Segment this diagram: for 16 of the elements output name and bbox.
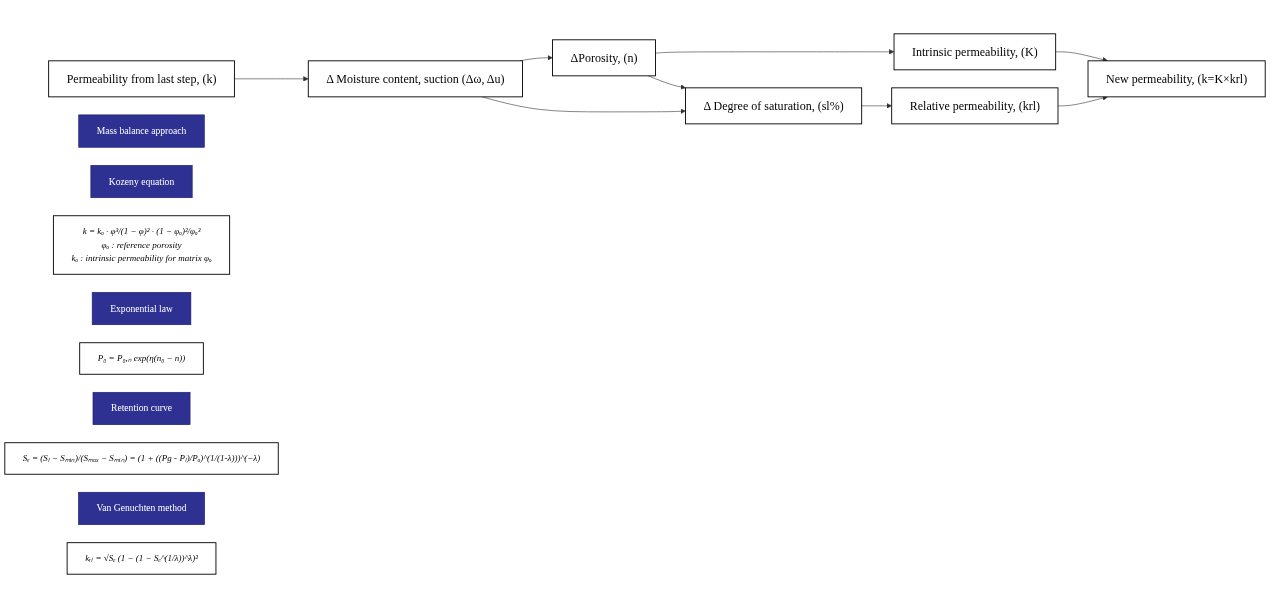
node-box: ΔPorosity, (n) [552, 39, 656, 77]
node-box: Mass balance approach [78, 114, 205, 148]
node-box: Relative permeability, (krl) [891, 87, 1059, 125]
node-box: Δ Degree of saturation, (sl%) [685, 87, 863, 125]
node-box: kᵣₗ = √Sₑ (1 − (1 − Sₑ^(1/λ))^λ)² [66, 542, 217, 575]
node-box: Van Genuchten method [78, 491, 205, 525]
node-box: Δ Moisture content, suction (Δω, Δu) [307, 60, 523, 98]
node-box: P₀ = P₀,ₙ exp(η(n₀ − n)) [79, 342, 204, 375]
node-box: Intrinsic permeability, (K) [893, 33, 1057, 71]
node-box: New permeability, (k=K×krl) [1087, 60, 1266, 98]
node-box: Retention curve [92, 391, 191, 425]
node-box: Exponential law [91, 291, 192, 325]
node-box: k = kₒ · φ³/(1 − φ)² · (1 − φₒ)²/φₒ³ φₒ : reference porosity kₒ : intrinsic permeability for matrix φₒ [52, 215, 231, 275]
node-box: Kozeny equation [90, 165, 193, 198]
node-box: Sₑ = (Sₗ − Sₘᵢₙ)/(Sₘₐₓ − Sₘᵢₙ) = (1 + ((Pg - Pₗ)/Pₒ)^(1/(1-λ)))^(−λ) [4, 442, 279, 475]
node-box: Permeability from last step, (k) [48, 60, 235, 98]
